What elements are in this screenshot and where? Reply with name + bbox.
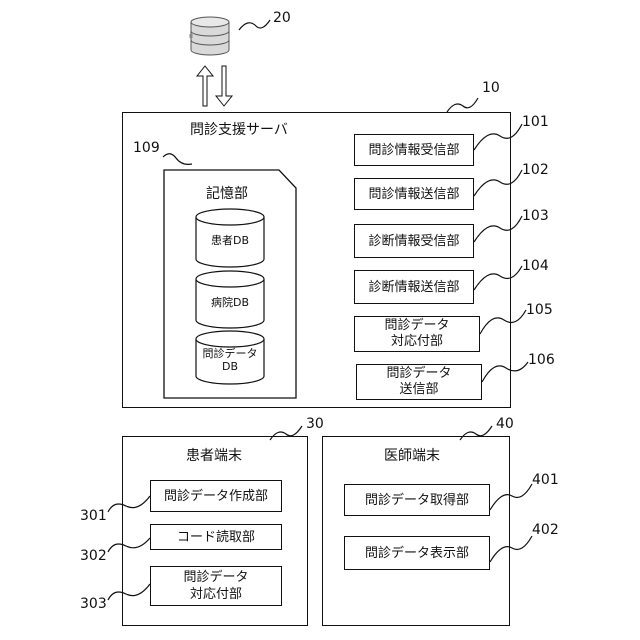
unit-diagnosis-info-receiver: 診断情報受信部: [354, 224, 474, 258]
ref-109: 109: [133, 140, 160, 156]
ref-303: 303: [80, 596, 107, 612]
unit-label: 問診データ 送信部: [386, 366, 451, 398]
db-label-hospital: 病院DB: [196, 296, 264, 309]
unit-code-reader: コード読取部: [150, 524, 282, 550]
unit-interview-info-sender: 問診情報送信部: [354, 178, 474, 210]
ref-302: 302: [80, 548, 107, 564]
unit-interview-data-display: 問診データ表示部: [344, 536, 490, 570]
ref-401: 401: [532, 472, 559, 488]
unit-label: 診断情報送信部: [368, 279, 459, 296]
patient-terminal-title: 患者端末: [186, 448, 242, 465]
unit-diagnosis-info-sender: 診断情報送信部: [354, 270, 474, 304]
server-title: 問診支援サーバ: [190, 122, 288, 139]
ref-106: 106: [528, 352, 555, 368]
unit-interview-data-acquisition: 問診データ取得部: [344, 484, 490, 516]
ref-102: 102: [522, 162, 549, 178]
db-label-interview: 問診データ DB: [196, 347, 264, 373]
unit-label: 問診データ表示部: [365, 545, 469, 562]
ref-10: 10: [482, 80, 500, 96]
unit-label: 問診情報送信部: [368, 186, 459, 203]
storage-title: 記憶部: [206, 186, 248, 203]
unit-label: 問診データ取得部: [365, 492, 469, 509]
unit-label: 問診データ 対応付部: [183, 569, 248, 603]
unit-label: 問診データ 対応付部: [384, 318, 449, 350]
unit-label: 問診データ作成部: [164, 488, 268, 505]
doctor-terminal-title: 医師端末: [384, 448, 440, 465]
ref-104: 104: [522, 258, 549, 274]
unit-interview-data-creation: 問診データ作成部: [150, 480, 282, 512]
leader-20: [239, 20, 270, 30]
db-label-patient: 患者DB: [196, 234, 264, 247]
ref-402: 402: [532, 522, 559, 538]
ref-101: 101: [522, 114, 549, 130]
ref-105: 105: [526, 302, 553, 318]
up-arrow-icon: [197, 66, 213, 106]
ref-20: 20: [273, 10, 291, 26]
ref-301: 301: [80, 508, 107, 524]
unit-label: 診断情報受信部: [368, 233, 459, 250]
ref-30: 30: [306, 416, 324, 432]
ref-40: 40: [496, 416, 514, 432]
unit-interview-info-receiver: 問診情報受信部: [354, 134, 474, 166]
unit-interview-data-association-terminal: 問診データ 対応付部: [150, 566, 282, 606]
unit-interview-data-sender: 問診データ 送信部: [356, 364, 482, 400]
unit-interview-data-association: 問診データ 対応付部: [354, 316, 480, 352]
unit-label: 問診情報受信部: [368, 142, 459, 159]
leader-10: [447, 98, 478, 112]
database-icon: [191, 17, 229, 55]
down-arrow-icon: [216, 66, 232, 106]
unit-label: コード読取部: [177, 529, 255, 546]
ref-103: 103: [522, 208, 549, 224]
